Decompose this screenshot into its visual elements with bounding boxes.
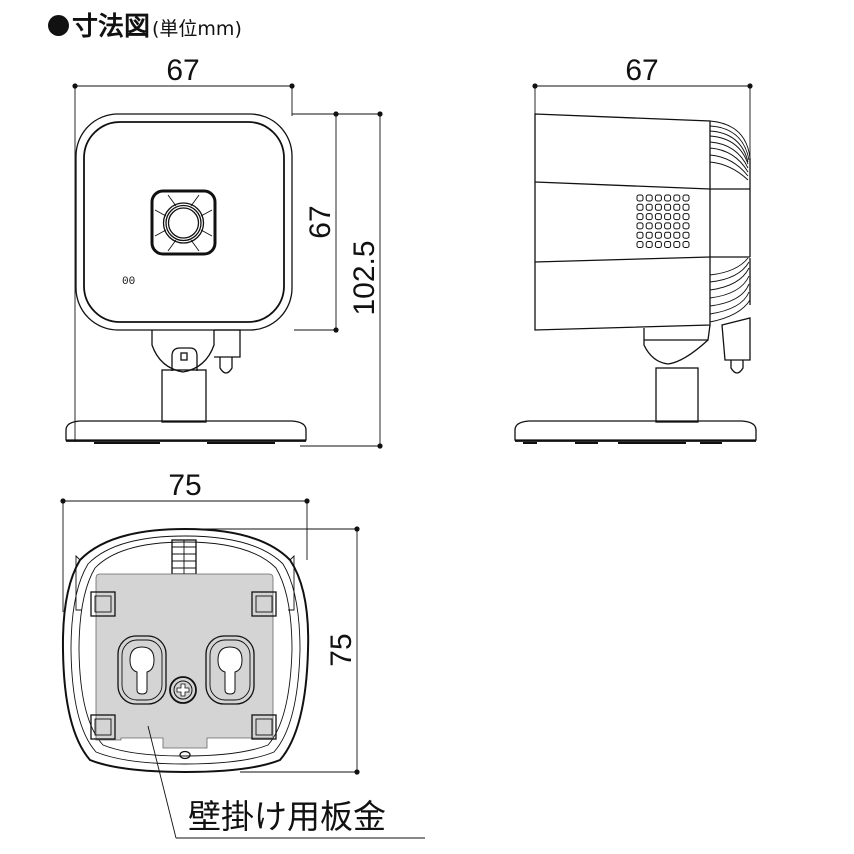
grille-hole [645,231,653,239]
callout-label: 壁掛け用板金 [188,797,386,836]
grille-hole [673,203,681,211]
front-height-dimensions: 67 102.5 [292,111,383,449]
keyhole-right [205,635,255,705]
grille-hole [645,194,653,202]
grille-hole [636,203,644,211]
screw-icon [169,676,197,704]
grille-hole [654,203,662,211]
camera-head-side [534,113,751,331]
speaker-grille [636,194,690,248]
grille-hole [673,194,681,202]
grille-hole [673,222,681,230]
bottom-depth-dimension: 75 [180,526,360,775]
grille-hole [636,241,644,248]
grille-hole [664,203,672,211]
grille-hole [682,203,690,211]
grille-hole [673,241,681,248]
title-main: 寸法図 [72,12,151,42]
front-view: 67 67 102.5 [65,54,383,449]
bottom-width-label: 75 [168,469,201,502]
grille-hole [673,213,681,221]
grille-hole [645,241,653,248]
wall-mount-plate-callout: 壁掛け用板金 [147,725,425,839]
grille-hole [654,241,662,248]
grille-hole [636,194,644,202]
grille-hole [664,222,672,230]
indicator-led-text: 00 [122,276,135,288]
grille-hole [664,213,672,221]
corner-clips [90,591,277,740]
camera-head-front [75,113,293,331]
grille-hole [636,222,644,230]
side-depth-label: 67 [625,54,658,87]
stand-side [514,317,757,444]
grille-hole [673,231,681,239]
grille-hole [664,231,672,239]
stand-front [65,329,307,444]
bottom-view: 75 75 [60,469,425,839]
grille-hole [682,231,690,239]
bullet-icon [48,15,69,36]
front-width-dimension: 67 [72,54,295,442]
side-view: 67 [514,54,757,444]
grille-hole [664,241,672,248]
wall-mount-plate [90,573,277,760]
grille-hole [682,241,690,248]
page-title: 寸法図 (単位mm) [48,6,242,43]
grille-hole [682,194,690,202]
keyhole-left [117,635,167,705]
grille-hole [636,213,644,221]
front-width-label: 67 [166,54,199,87]
grille-hole [654,222,662,230]
grille-hole [654,194,662,202]
grille-hole [645,222,653,230]
grille-hole [682,213,690,221]
grille-hole [682,222,690,230]
bottom-width-dimension: 75 [60,469,310,612]
bottom-depth-label: 75 [325,633,358,666]
front-head-height-label: 67 [304,205,337,238]
grille-hole [645,213,653,221]
side-depth-dimension: 67 [532,54,753,158]
camera-lens [150,189,217,256]
grille-hole [664,194,672,202]
grille-hole [654,213,662,221]
base-outline [61,527,310,774]
front-total-height-label: 102.5 [348,240,381,315]
title-unit-note: (単位mm) [152,18,242,40]
grille-hole [654,231,662,239]
grille-hole [636,231,644,239]
grille-hole [645,203,653,211]
